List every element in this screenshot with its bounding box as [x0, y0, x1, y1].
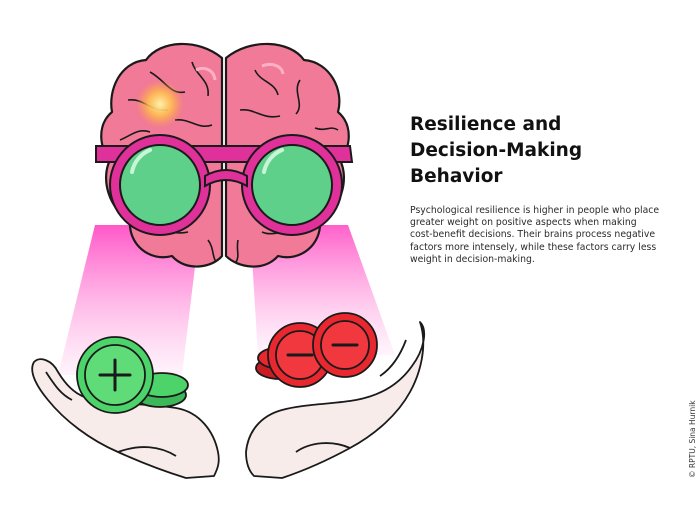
credit-text: © RPTU, Sina Hurnik: [688, 400, 697, 478]
description-line: weight in decision-making.: [410, 253, 535, 265]
title-line: Behavior: [410, 166, 503, 187]
description-line: factors more intensely, while these fact…: [410, 241, 657, 253]
left-hand: [31, 358, 220, 479]
description: Psychological resilience is higher in pe…: [410, 205, 660, 266]
text-panel: Resilience and Decision-Making Behavior …: [410, 112, 660, 266]
right-hand: [245, 321, 426, 479]
positive-coins: [76, 336, 189, 414]
title-line: Decision-Making: [410, 140, 583, 161]
description-line: Psychological resilience is higher in pe…: [410, 205, 660, 216]
title-line: Resilience and: [410, 114, 562, 135]
page-title: Resilience and Decision-Making Behavior: [410, 112, 660, 190]
glow-highlight: [136, 80, 184, 128]
description-line: cost-benefit decisions. Their brains pro…: [410, 229, 656, 241]
sunglasses-icon: [95, 134, 354, 236]
left-light-beam: [58, 225, 200, 375]
negative-coins: [255, 312, 378, 388]
description-line: greater weight on positive aspects when …: [410, 217, 637, 229]
plus-icon: [98, 358, 132, 392]
